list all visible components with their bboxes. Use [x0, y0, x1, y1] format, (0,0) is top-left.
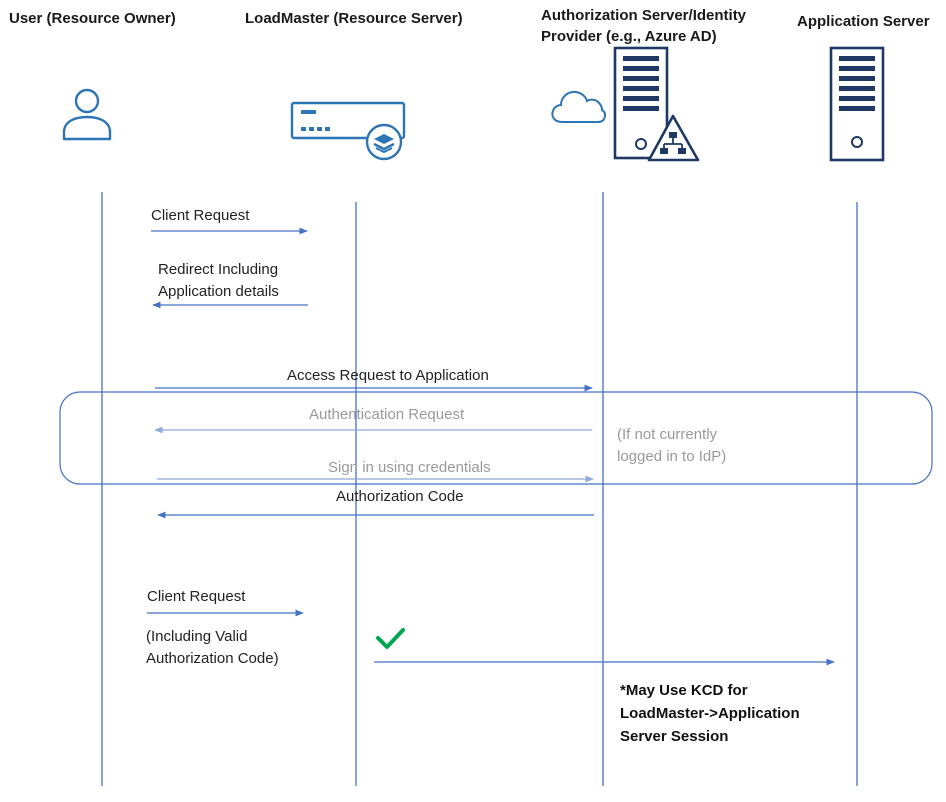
check-icon	[376, 628, 405, 649]
msg-access-request: Access Request to Application	[287, 367, 489, 384]
msg-redirect-line1: Redirect Including	[158, 261, 279, 278]
msg-including-line2: Authorization Code)	[146, 650, 279, 667]
participant-user-label: User (Resource Owner)	[9, 10, 176, 27]
participant-idp-label-line1: Authorization Server/Identity	[541, 7, 747, 24]
note-kcd-line3: Server Session	[620, 728, 729, 745]
msg-if-not-line1: (If not currently	[617, 426, 718, 443]
participant-app-label: Application Server	[797, 13, 930, 30]
loadmaster-appliance-icon	[290, 101, 406, 161]
msg-including-line1: (Including Valid	[146, 628, 248, 645]
server-icon	[829, 46, 885, 162]
msg-if-not-line2: logged in to IdP)	[617, 448, 727, 465]
msg-auth-request: Authentication Request	[309, 406, 465, 423]
note-kcd-line2: LoadMaster->Application	[620, 705, 800, 722]
server-with-network-icon	[613, 46, 700, 162]
msg-client-request-2: Client Request	[147, 588, 246, 605]
msg-redirect-line2: Application details	[158, 283, 279, 300]
participant-idp-label-line2: Provider (e.g., Azure AD)	[541, 28, 717, 45]
user-icon	[62, 88, 112, 141]
cloud-icon	[551, 90, 607, 123]
note-kcd-line1: *May Use KCD for	[620, 682, 748, 699]
msg-auth-code: Authorization Code	[336, 488, 464, 505]
msg-client-request-1: Client Request	[151, 207, 250, 224]
participant-loadmaster-label: LoadMaster (Resource Server)	[245, 10, 463, 27]
msg-sign-in: Sign in using credentials	[328, 459, 491, 476]
optional-login-box	[59, 391, 933, 485]
